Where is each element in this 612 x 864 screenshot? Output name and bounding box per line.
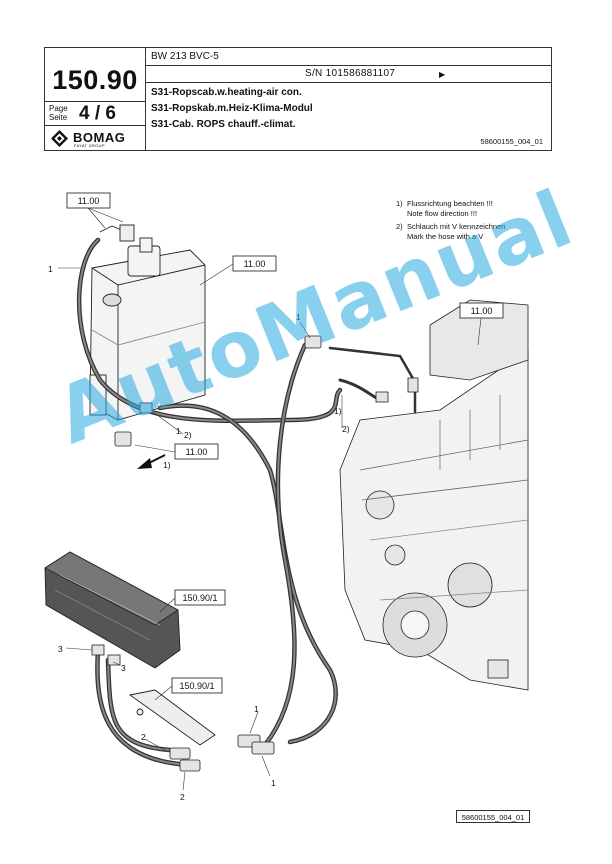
hose-fittings — [91, 335, 419, 772]
callout-label: 1 — [296, 312, 301, 322]
divider — [145, 48, 146, 150]
page-label: Page Seite — [49, 104, 68, 122]
note-en: Mark the hose with a V — [407, 231, 484, 241]
page-label-text: Page Seite — [49, 104, 68, 122]
serial-arrow-icon[interactable]: ▶ — [439, 70, 446, 79]
note-key: 1) — [396, 199, 403, 208]
title-german: S31-Ropskab.m.Heiz-Klima-Modul — [151, 103, 313, 114]
callout-label: 2) — [342, 424, 350, 434]
ref-box-label[interactable]: 150.90/1 — [182, 593, 217, 603]
callout-label: 1 — [271, 778, 276, 788]
note-en: Note flow direction !!! — [407, 208, 478, 218]
reference-boxes[interactable] — [66, 192, 504, 694]
ref-box-label[interactable]: 11.00 — [244, 259, 266, 269]
ref-box-label[interactable]: 11.00 — [186, 447, 208, 457]
ref-box-label[interactable]: 11.00 — [471, 306, 493, 316]
diagram-notes: 1) Flussrichtung beachten !!!Note flow d… — [396, 199, 505, 245]
callout-label: 1 — [176, 426, 181, 436]
engine-block — [339, 299, 529, 691]
reference-code: 58600155_004_01 — [480, 137, 543, 146]
callout-label: 2 — [180, 792, 185, 802]
logo-subtext: FAYAT GROUP — [74, 143, 105, 148]
footer-reference-code: 58600155_004_01 — [456, 810, 530, 823]
page-value: 4 / 6 — [79, 103, 116, 124]
divider — [145, 82, 551, 83]
flow-direction-arrow — [137, 454, 166, 469]
bomag-diamond-icon — [51, 130, 68, 147]
note-de: Flussrichtung beachten !!! — [407, 199, 493, 208]
heater-hoses — [76, 237, 417, 768]
ref-box-label[interactable]: 11.00 — [78, 196, 100, 206]
header-block: 150.90 Page Seite 4 / 6 BOMAG FAYAT GROU… — [44, 47, 552, 151]
title-french: S31-Cab. ROPS chauff.-climat. — [151, 119, 296, 130]
ref-box-label[interactable]: 150.90/1 — [179, 681, 214, 691]
doc-number: 150.90 — [52, 65, 138, 95]
divider — [45, 125, 145, 126]
brand-logo: BOMAG FAYAT GROUP — [51, 129, 141, 149]
callout-label: 1 — [254, 704, 259, 714]
heating-air-con-module — [44, 551, 181, 669]
reference-box-labels: 11.00 11.00 11.00 11.00 150.90/1 150.90/… — [78, 196, 493, 691]
model-name: BW 213 BVC-5 — [151, 51, 219, 62]
leader-lines — [58, 207, 482, 791]
callout-label: 1) — [163, 460, 171, 470]
note-de: Schlauch mit V kennzeichnen — [407, 222, 506, 231]
callout-label: 1 — [48, 264, 53, 274]
logo-text: BOMAG — [73, 130, 126, 145]
note-key: 2) — [396, 222, 403, 231]
callout-label: 1) — [334, 406, 342, 416]
expansion-tank — [89, 224, 206, 421]
hose-bracket — [128, 689, 216, 746]
callout-label: 2) — [184, 430, 192, 440]
divider — [145, 65, 551, 66]
callout-labels: 1 1 1 1 1 1) 2) 1) 2) 2 2 3 3 — [48, 264, 350, 802]
note-text: Flussrichtung beachten !!!Note flow dire… — [407, 199, 493, 218]
note-item: 1) Flussrichtung beachten !!!Note flow d… — [396, 199, 505, 218]
callout-label: 2 — [141, 732, 146, 742]
title-english: S31-Ropscab.w.heating-air con. — [151, 87, 302, 98]
exploded-parts-diagram: 11.00 11.00 11.00 11.00 150.90/1 150.90/… — [44, 192, 529, 802]
callout-label: 3 — [121, 663, 126, 673]
callout-label: 3 — [58, 644, 63, 654]
serial-number: S/N 101586881107 — [305, 68, 396, 79]
divider — [45, 101, 145, 102]
